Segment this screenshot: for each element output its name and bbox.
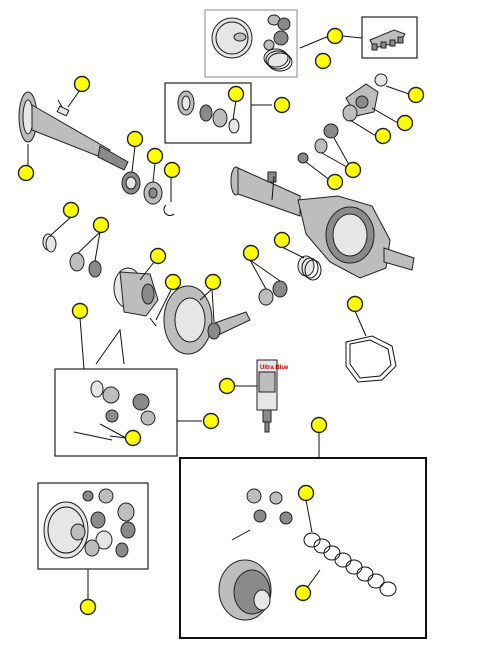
sealant-tube: Ultra Blue <box>256 359 289 433</box>
limited-slip-box <box>179 457 427 639</box>
limited-slip-parts <box>218 488 397 621</box>
callout-25[interactable] <box>202 412 220 430</box>
callout-2[interactable] <box>314 52 332 70</box>
callout-20[interactable] <box>164 273 182 291</box>
callout-12[interactable] <box>17 164 35 182</box>
pinion-yoke-parts <box>297 73 388 164</box>
callout-21[interactable] <box>204 273 222 291</box>
callout-15[interactable] <box>62 201 80 219</box>
pinion-bearing-parts <box>258 255 322 306</box>
callout-11[interactable] <box>163 161 181 179</box>
callout-16[interactable] <box>92 216 110 234</box>
callout-4[interactable] <box>227 85 245 103</box>
callout-30[interactable] <box>79 598 97 616</box>
overhaul-kit-parts <box>43 488 136 559</box>
axle-bearing-parts <box>121 171 175 216</box>
tube-label: Ultra Blue <box>260 365 289 371</box>
callouts <box>17 27 425 616</box>
pinion-bearing-kit-parts <box>177 90 240 134</box>
carrier-bearing-parts <box>42 233 102 278</box>
callout-9[interactable] <box>126 130 144 148</box>
callout-6[interactable] <box>407 86 425 104</box>
callout-27[interactable] <box>124 429 142 447</box>
callout-18[interactable] <box>242 244 260 262</box>
callout-1[interactable] <box>326 27 344 45</box>
callout-7[interactable] <box>396 114 414 132</box>
callout-14[interactable] <box>326 173 344 191</box>
differential-carrier <box>113 267 159 327</box>
callout-3[interactable] <box>73 75 91 93</box>
callout-26[interactable] <box>310 416 328 434</box>
seal-kit-parts <box>211 14 293 72</box>
callout-17[interactable] <box>273 231 291 249</box>
ring-and-pinion <box>163 285 251 355</box>
callout-22[interactable] <box>346 295 364 313</box>
leader-lines <box>27 35 410 600</box>
callout-28[interactable] <box>297 484 315 502</box>
axle-shaft <box>18 91 129 171</box>
callout-23[interactable] <box>71 302 89 320</box>
callout-5[interactable] <box>273 96 291 114</box>
axle-housing <box>230 166 415 279</box>
callout-29[interactable] <box>294 584 312 602</box>
bolt-set-parts <box>369 29 406 51</box>
spider-gear-parts <box>73 380 156 441</box>
cover-gasket <box>345 335 397 383</box>
callout-13[interactable] <box>344 161 362 179</box>
callout-19[interactable] <box>149 247 167 265</box>
callout-24[interactable] <box>218 377 236 395</box>
callout-8[interactable] <box>374 127 392 145</box>
callout-10[interactable] <box>146 147 164 165</box>
